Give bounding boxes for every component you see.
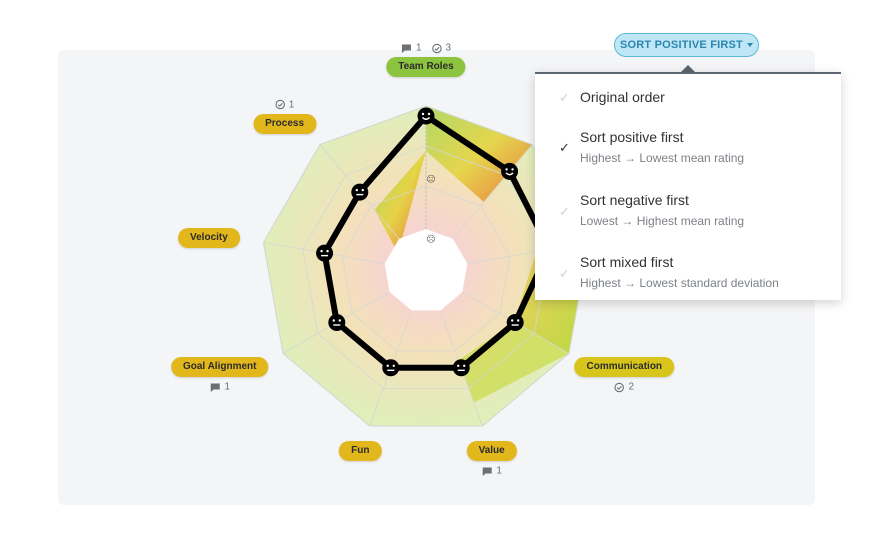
menu-option-sort-negative-first[interactable]: ✓ Sort negative first Lowest → Highest m… (535, 182, 841, 244)
comment-icon (481, 466, 492, 476)
menu-option-label: Sort mixed first (580, 254, 674, 270)
neutral-face-icon[interactable] (382, 359, 400, 377)
menu-option-description: Lowest → Highest mean rating (580, 214, 745, 228)
sad-face-icon: ☹ (426, 234, 435, 245)
category-pill-communication[interactable]: Communication (574, 357, 675, 377)
neutral-face-icon[interactable] (351, 183, 369, 201)
check-circle-icon (614, 382, 625, 392)
team-rating-line (321, 113, 553, 371)
menu-option-description: Highest → Lowest mean rating (580, 151, 745, 165)
check-icon: ✓ (559, 266, 570, 281)
category-meta: 1 (275, 99, 295, 111)
rating-wedge (374, 151, 426, 253)
check-icon: ✓ (559, 90, 570, 105)
category-meta: 1 (481, 466, 502, 477)
sort-button-label: SORT POSITIVE FIRST (620, 39, 743, 51)
rating-wedge (458, 322, 569, 403)
menu-option-description: Highest → Lowest standard deviation (580, 276, 779, 290)
category-pill-value[interactable]: Value (466, 441, 517, 462)
menu-pointer (681, 65, 695, 72)
menu-option-label: Sort negative first (580, 192, 689, 208)
caret-down-icon (746, 43, 753, 47)
menu-option-sort-mixed-first[interactable]: ✓ Sort mixed first Highest → Lowest stan… (535, 244, 841, 302)
neutral-face-icon: 😐 (426, 174, 435, 185)
neutral-face-icon[interactable] (328, 314, 346, 331)
category-meta: 1 (209, 382, 230, 393)
category-pill-process[interactable]: Process (253, 113, 317, 134)
menu-option-label: Sort positive first (580, 129, 684, 145)
neutral-face-icon[interactable] (316, 244, 334, 262)
check-count: 3 (445, 42, 452, 54)
category-pill-velocity[interactable]: Velocity (178, 227, 240, 248)
comment-icon (209, 382, 220, 392)
menu-option-sort-positive-first[interactable]: ✓ Sort positive first Highest → Lowest m… (535, 120, 841, 182)
check-circle-icon (431, 43, 442, 53)
menu-option-original-order[interactable]: ✓ Original order (535, 74, 841, 120)
check-count: 2 (628, 381, 635, 393)
category-pill-team-roles[interactable]: Team Roles (386, 57, 466, 77)
check-icon: ✓ (559, 140, 570, 155)
comment-count: 1 (496, 465, 502, 477)
category-meta: 2 (614, 382, 634, 393)
happy-face-icon[interactable] (501, 162, 519, 180)
category-pill-fun[interactable]: Fun (339, 441, 382, 462)
menu-option-label: Original order (580, 89, 665, 105)
neutral-face-icon[interactable] (506, 314, 524, 331)
comment-count: 1 (415, 42, 422, 54)
comment-icon (401, 43, 412, 53)
grid-ring (341, 185, 511, 352)
category-pill-goal-alignment[interactable]: Goal Alignment (170, 357, 269, 377)
happy-face-icon[interactable] (417, 107, 435, 125)
grid-spoke (452, 144, 533, 240)
check-count: 1 (288, 99, 295, 111)
radar-center (384, 229, 468, 311)
sort-menu: ✓ Original order ✓ Sort positive first H… (535, 72, 841, 300)
neutral-face-icon[interactable] (452, 359, 470, 377)
check-circle-icon (275, 100, 285, 110)
check-icon: ✓ (559, 204, 570, 219)
sort-dropdown-button[interactable]: SORT POSITIVE FIRST (614, 33, 759, 57)
comment-count: 1 (224, 381, 230, 393)
